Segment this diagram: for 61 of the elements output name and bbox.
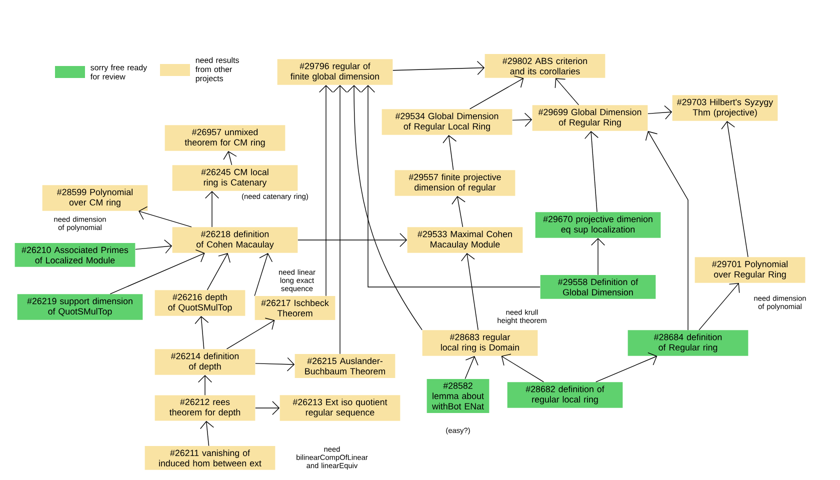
sticky-note: #26213 Ext iso quotient regular sequence	[280, 395, 400, 421]
sticky-note: #26212 rees theorem for depth	[154, 395, 256, 421]
arrow	[138, 206, 192, 228]
sticky-note: #29534 Global Dimension of Regular Local Ring	[382, 109, 512, 135]
sticky-note: #26957 unmixed theorem for CM ring	[164, 125, 286, 151]
sticky-note: #29557 finite projective dimension of regular	[394, 170, 516, 196]
sticky-note: #28683 regular local ring is Domain	[422, 330, 538, 356]
arrow	[204, 191, 220, 228]
arrow	[318, 85, 334, 296]
sticky-note: #26210 Associated Primes of Localized Module	[14, 243, 136, 267]
arrow	[596, 352, 658, 382]
sticky-note: #29701 Polynomial over Regular Ring	[694, 257, 806, 283]
arrow	[698, 283, 740, 330]
sticky-note: #28599 Polynomial over CM ring	[42, 185, 148, 211]
arrow	[110, 249, 205, 294]
arrow	[648, 105, 672, 120]
sticky-note: #26217 Ischbeck Theorem	[254, 296, 336, 320]
arrow	[554, 78, 580, 106]
arrow	[584, 131, 599, 212]
arrow	[198, 375, 212, 396]
sticky-note: #26216 depth of QuotSMulTop	[154, 290, 246, 316]
arrow	[194, 316, 209, 350]
arrow	[200, 420, 214, 446]
arrow	[255, 400, 280, 416]
arrow	[501, 354, 544, 382]
arrow	[346, 85, 422, 330]
arrow	[442, 135, 457, 170]
sticky-note: #26214 definition of depth	[154, 349, 256, 375]
arrow	[460, 253, 478, 330]
arrow	[452, 196, 466, 228]
sticky-note: #29796 regular of finite global dimension	[277, 59, 393, 85]
sticky-note: #28684 definition of Regular ring	[628, 330, 748, 356]
arrow	[254, 253, 273, 296]
arrow	[469, 76, 524, 110]
arrow	[360, 85, 540, 288]
arrow	[298, 232, 408, 248]
sticky-note: #29699 Global Dimension of Regular Ring	[532, 105, 648, 131]
sticky-note: #29533 Maximal Cohen Macaulay Module	[407, 227, 523, 253]
sticky-note: #28682 definition of regular local ring	[507, 382, 623, 408]
sticky-note: #29670 projective dimenion eq sup localization	[535, 212, 661, 238]
sticky-note: #26218 definition of Cohen Macaulay	[172, 227, 298, 253]
arrow	[206, 253, 230, 290]
arrow	[392, 60, 485, 75]
sticky-note: #26215 Auslander-Buchbaum Theorem	[294, 354, 396, 378]
sticky-note: #29703 Hilbert's Syzygy Thm (projective)	[672, 95, 778, 121]
arrow	[332, 85, 348, 354]
sticky-note: #28582 lemma about withBot ENat	[426, 379, 490, 413]
sticky-note: #29802 ABS criterion and its corollaries	[484, 54, 606, 78]
arrow	[226, 318, 275, 350]
sticky-note: #26211 vanishing of induced hom between ext	[144, 446, 276, 470]
arrow	[255, 357, 295, 372]
arrow	[135, 240, 172, 254]
arrow	[512, 112, 532, 127]
arrow	[590, 238, 606, 276]
sticky-note: #29558 Definition of Global Dimension	[540, 275, 656, 299]
sticky-note: #26219 support dimension of QuotSMulTop	[17, 294, 143, 320]
arrow	[223, 151, 237, 166]
arrow	[464, 356, 478, 380]
arrow	[721, 121, 748, 258]
sticky-note: #26245 CM local ring is Catenary	[172, 165, 298, 191]
arrow	[645, 131, 688, 330]
